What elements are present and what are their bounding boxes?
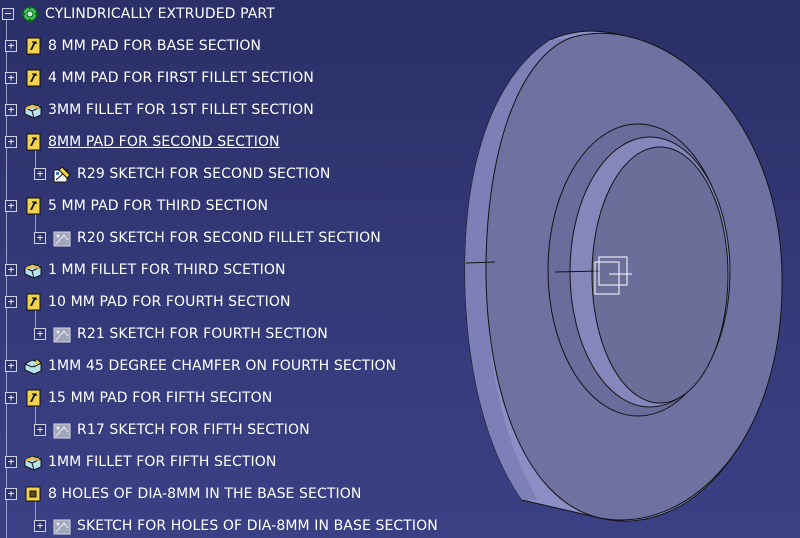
tree-connector-line <box>35 404 36 429</box>
expand-toggle[interactable]: + <box>5 104 17 116</box>
pad-icon[interactable] <box>23 292 43 312</box>
tree-sketch-item[interactable]: + R29 SKETCH FOR SECOND SECTION <box>34 163 331 185</box>
pad-icon[interactable] <box>23 388 43 408</box>
tree-connector-line <box>6 18 7 538</box>
fillet-icon[interactable] <box>23 100 43 120</box>
tree-item-label: 1 MM FILLET FOR THIRD SCETION <box>48 262 286 278</box>
tree-sketch-item[interactable]: + R17 SKETCH FOR FIFTH SECTION <box>34 419 310 441</box>
expand-toggle[interactable]: + <box>5 200 17 212</box>
tree-feature-item[interactable]: +4 MM PAD FOR FIRST FILLET SECTION <box>5 67 314 89</box>
expand-toggle[interactable]: + <box>5 456 17 468</box>
tree-root[interactable]: − CYLINDRICALLY EXTRUDED PART <box>2 3 275 25</box>
tree-item-label: R17 SKETCH FOR FIFTH SECTION <box>77 422 310 438</box>
expand-toggle[interactable]: + <box>5 488 17 500</box>
tree-item-label: 1MM 45 DEGREE CHAMFER ON FOURTH SECTION <box>48 358 397 374</box>
sketch-faded-icon[interactable] <box>52 228 72 248</box>
fillet-icon[interactable] <box>23 260 43 280</box>
tree-root-label: CYLINDRICALLY EXTRUDED PART <box>45 6 275 22</box>
sketch-icon[interactable] <box>52 164 72 184</box>
expand-toggle[interactable]: + <box>5 264 17 276</box>
tree-feature-item[interactable]: +3MM FILLET FOR 1ST FILLET SECTION <box>5 99 314 121</box>
tree-feature-item[interactable]: +8 HOLES OF DIA-8MM IN THE BASE SECTION <box>5 483 362 505</box>
pad-icon[interactable] <box>23 68 43 88</box>
sketch-faded-icon[interactable] <box>52 324 72 344</box>
expand-toggle[interactable]: + <box>5 392 17 404</box>
pad-icon[interactable] <box>23 196 43 216</box>
part-silhouette-edge <box>554 270 601 273</box>
tree-feature-item[interactable]: +8 MM PAD FOR BASE SECTION <box>5 35 262 57</box>
tree-sketch-item[interactable]: + SKETCH FOR HOLES OF DIA-8MM IN BASE SEC… <box>34 515 438 537</box>
expand-toggle[interactable]: + <box>5 40 17 52</box>
pad-icon[interactable] <box>23 132 43 152</box>
specification-tree: − CYLINDRICALLY EXTRUDED PART +8 MM PAD … <box>2 3 438 538</box>
expand-toggle[interactable]: + <box>34 168 46 180</box>
part-body-icon[interactable] <box>20 4 40 24</box>
tree-item-label: R21 SKETCH FOR FOURTH SECTION <box>77 326 328 342</box>
tree-sketch-item[interactable]: + R21 SKETCH FOR FOURTH SECTION <box>34 323 328 345</box>
tree-feature-item[interactable]: +1MM FILLET FOR FIFTH SECTION <box>5 451 277 473</box>
hole-icon[interactable] <box>23 484 43 504</box>
expand-toggle[interactable]: + <box>34 328 46 340</box>
tree-item-label: 8 HOLES OF DIA-8MM IN THE BASE SECTION <box>48 486 362 502</box>
sketch-faded-icon[interactable] <box>52 420 72 440</box>
tree-item-label: 1MM FILLET FOR FIFTH SECTION <box>48 454 277 470</box>
expand-toggle[interactable]: + <box>5 136 17 148</box>
expand-toggle[interactable]: + <box>5 360 17 372</box>
compass-axis-icon[interactable] <box>594 256 632 295</box>
tree-item-label: SKETCH FOR HOLES OF DIA-8MM IN BASE SECT… <box>77 518 438 534</box>
tree-feature-item[interactable]: +1MM 45 DEGREE CHAMFER ON FOURTH SECTION <box>5 355 397 377</box>
tree-connector-line <box>35 148 36 173</box>
chamfer-icon[interactable] <box>23 356 43 376</box>
expand-toggle[interactable]: + <box>5 296 17 308</box>
collapse-toggle[interactable]: − <box>2 8 14 20</box>
expand-toggle[interactable]: + <box>34 232 46 244</box>
tree-connector-line <box>35 500 36 525</box>
expand-toggle[interactable]: + <box>5 72 17 84</box>
expand-toggle[interactable]: + <box>34 424 46 436</box>
tree-connector-line <box>35 308 36 333</box>
tree-item-label: 3MM FILLET FOR 1ST FILLET SECTION <box>48 102 314 118</box>
tree-feature-item[interactable]: +15 MM PAD FOR FIFTH SECITON <box>5 387 273 409</box>
tree-item-label: 8MM PAD FOR SECOND SECTION <box>48 134 280 150</box>
fillet-icon[interactable] <box>23 452 43 472</box>
tree-item-label: 10 MM PAD FOR FOURTH SECTION <box>48 294 291 310</box>
part-boss-top-face[interactable] <box>591 146 729 404</box>
tree-connector-line <box>35 212 36 237</box>
tree-item-label: R29 SKETCH FOR SECOND SECTION <box>77 166 331 182</box>
tree-feature-item[interactable]: +10 MM PAD FOR FOURTH SECTION <box>5 291 291 313</box>
tree-item-label: 8 MM PAD FOR BASE SECTION <box>48 38 262 54</box>
3d-viewport[interactable] <box>460 0 800 538</box>
tree-item-label: 5 MM PAD FOR THIRD SECTION <box>48 198 269 214</box>
pad-icon[interactable] <box>23 36 43 56</box>
tree-sketch-item[interactable]: + R20 SKETCH FOR SECOND FILLET SECTION <box>34 227 381 249</box>
tree-feature-item[interactable]: +1 MM FILLET FOR THIRD SCETION <box>5 259 286 281</box>
part-outer-rim-shadow <box>465 38 570 500</box>
tree-item-label: R20 SKETCH FOR SECOND FILLET SECTION <box>77 230 381 246</box>
tree-feature-item[interactable]: +5 MM PAD FOR THIRD SECTION <box>5 195 269 217</box>
tree-item-label: 4 MM PAD FOR FIRST FILLET SECTION <box>48 70 314 86</box>
tree-item-label: 15 MM PAD FOR FIFTH SECITON <box>48 390 273 406</box>
part-silhouette-edge <box>465 261 496 264</box>
expand-toggle[interactable]: + <box>34 520 46 532</box>
sketch-faded-icon[interactable] <box>52 516 72 536</box>
tree-feature-item[interactable]: +8MM PAD FOR SECOND SECTION <box>5 131 280 153</box>
